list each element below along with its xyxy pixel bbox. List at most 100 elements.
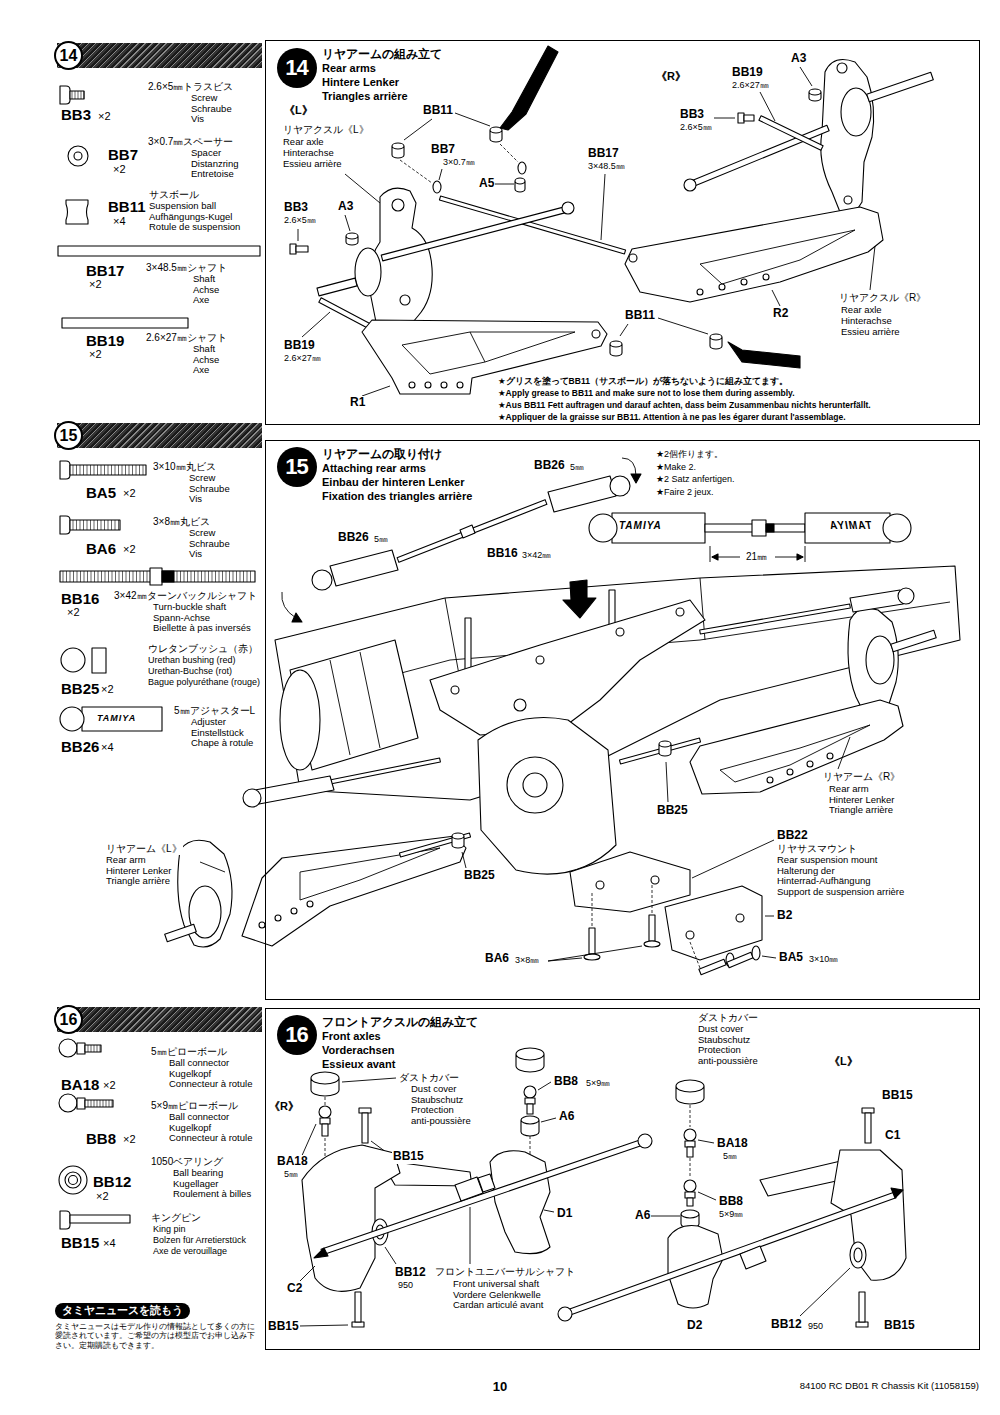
leader-line (345, 215, 350, 231)
callout-label: 3×42㎜ (521, 550, 552, 560)
callout-label: Shaft (192, 344, 216, 355)
callout-label: ★2 Satz anfertigen. (655, 474, 736, 484)
callout-label: リヤアクスル《L》 (282, 124, 370, 136)
round-part (616, 628, 624, 636)
callout-label: anti-poussière (410, 1116, 472, 1127)
thread-lines (177, 571, 251, 582)
part-outline (62, 318, 188, 328)
round-part (457, 382, 463, 388)
shaft-rod (165, 924, 197, 942)
step-title-line: Vorderachsen (322, 1043, 478, 1057)
leader-line (402, 332, 575, 374)
callout-label: 5×9㎜ (585, 1078, 611, 1088)
part-solid (766, 524, 774, 532)
round-part (312, 570, 332, 590)
callout-label: Essieu arrière (282, 159, 343, 170)
callout-label: Protection (697, 1045, 742, 1056)
callout-label: C1 (884, 1129, 901, 1143)
leader-line (298, 229, 299, 241)
round-part (65, 1172, 81, 1188)
callout-label: A6 (634, 1209, 651, 1223)
step-title-line: フロントアクスルの組み立て (322, 1015, 478, 1029)
shaft-rod (381, 207, 565, 261)
round-part (898, 588, 914, 604)
part-outline (570, 852, 690, 912)
callout-label: 950 (807, 1321, 824, 1331)
leader-line (620, 324, 628, 336)
callout-label: Bague polyuréthane (rouge) (147, 677, 261, 687)
callout-label: BB15 (60, 1234, 100, 1251)
leader-line (601, 174, 605, 240)
round-part (562, 202, 574, 214)
callout-label: BB11 (107, 198, 147, 215)
leader-line (302, 312, 330, 337)
cylinder-part (392, 143, 404, 158)
round-part (523, 773, 547, 797)
step-number: 15 (277, 447, 317, 487)
part-outline (687, 1198, 693, 1206)
callout-label: Turn-buckle shaft (152, 602, 227, 613)
part-outline (290, 244, 296, 254)
part-outline (612, 513, 705, 543)
callout-label: 3×10㎜丸ビス (152, 461, 217, 473)
part-outline (70, 91, 84, 99)
callout-label: 5×9㎜ (718, 1209, 744, 1219)
part-outline (60, 516, 70, 534)
part-solid (563, 580, 596, 618)
round-part (433, 181, 441, 193)
part-solid (797, 554, 803, 560)
callout-label: Rear arm (828, 784, 870, 795)
callout-label: ×2 (88, 278, 103, 291)
round-part (400, 295, 410, 305)
callout-label: ウレタンブッシュ（赤） (147, 643, 259, 655)
callout-label: Screw (188, 473, 216, 484)
part-outline (478, 1174, 495, 1192)
thread-lines (63, 571, 147, 582)
step-title: フロントアクスルの組み立てFront axlesVorderachsenEssi… (322, 1015, 478, 1071)
part-outline (296, 246, 308, 252)
callout-label: D1 (556, 1207, 573, 1221)
round-part (275, 915, 281, 921)
round-part (686, 931, 694, 939)
callout-label: 3×0.7㎜スペーサー (147, 136, 234, 148)
round-part (763, 274, 769, 280)
callout-label: 2.6×5㎜ (283, 215, 317, 225)
callout-label: Kugelkopf (168, 1069, 212, 1080)
callout-label: BB8 (85, 1130, 117, 1147)
callout-label: Kugelkopf (168, 1123, 212, 1134)
round-part (68, 146, 88, 166)
callout-label: BB26 (337, 531, 370, 545)
callout-label: Bolzen für Arretierstück (152, 1235, 247, 1245)
leader-line (800, 1268, 850, 1316)
step-number-text: 15 (277, 447, 317, 487)
cylinder-part (311, 1072, 339, 1096)
logo-text: TAMIYA (828, 520, 873, 532)
news-body: タミヤニュースはモデル作りの情報誌として多くの方に愛読されています。ご希望の方は… (55, 1322, 256, 1350)
round-part (536, 656, 544, 664)
callout-label: ×2 (112, 163, 127, 176)
shaft-rod (399, 833, 470, 857)
part-outline (352, 1322, 364, 1327)
round-part (736, 914, 744, 922)
callout-label: A3 (337, 200, 354, 214)
callout-label: ★Apply grease to BB11 and make sure not … (497, 389, 796, 399)
leader-line (455, 113, 490, 126)
round-part (883, 514, 911, 542)
callout-label: A3 (790, 52, 807, 66)
leader-line (445, 598, 460, 680)
part-outline (649, 915, 655, 941)
leader-line (470, 1207, 471, 1264)
part-outline (66, 200, 88, 224)
shaft-rod (693, 125, 829, 186)
callout-label: R1 (349, 396, 366, 410)
leader-line (300, 848, 440, 900)
round-part (684, 179, 696, 191)
callout-label: C2 (286, 1282, 303, 1296)
leader-line (760, 92, 775, 121)
step-title-line: Fixation des triangles arrière (322, 489, 472, 503)
callout-label: Staubschutz (410, 1095, 464, 1106)
callout-label: Urethan bushing (red) (147, 655, 237, 665)
round-part (59, 1166, 87, 1194)
shaft-rod (569, 1192, 896, 1315)
part-outline (359, 1108, 371, 1113)
